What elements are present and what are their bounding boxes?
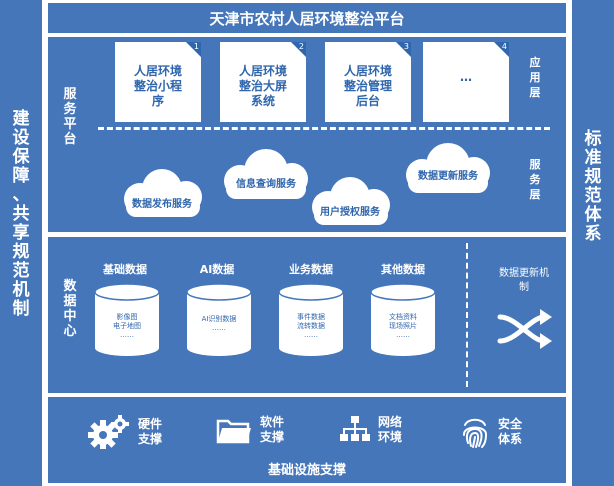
app-card-2: 2 人居环境 整治大屏 系统 xyxy=(220,42,306,122)
database-ai-data: AI识别数据 …… xyxy=(186,283,252,357)
service-platform-panel: 服 务 平 台 1 人居环境 整治小程 序 2 人居环境 整治大屏 系统 xyxy=(48,37,566,232)
update-divider xyxy=(466,243,468,387)
app-card-4: 4 … xyxy=(423,42,509,122)
app-card-3: 3 人居环境 整治管理 后台 xyxy=(325,42,411,122)
update-mechanism-label: 数据更新机 制 xyxy=(499,268,549,293)
folder-icon xyxy=(216,419,251,444)
card-corner-fold xyxy=(291,42,306,57)
infrastructure-panel: 硬件 支撑 软件 支撑 xyxy=(48,397,566,483)
app-card-number: 2 xyxy=(298,42,304,51)
app-layer-label: 应 用 层 xyxy=(529,56,541,99)
database-icon xyxy=(186,283,252,356)
category-other-data: 其他数据 xyxy=(381,263,425,276)
cloud-icon xyxy=(124,169,202,217)
gears-icon xyxy=(88,415,129,449)
cloud-info-query: 信息查询服务 xyxy=(212,147,320,203)
infra-network: 网络 环境 xyxy=(340,415,408,445)
app-card-1: 1 人居环境 整治小程 序 xyxy=(115,42,201,122)
left-side-bar: 建 设 保 障 、 共 享 规 范 机 制 xyxy=(0,0,42,486)
infrastructure-title: 基础设施支撑 xyxy=(267,463,346,478)
card-corner-fold xyxy=(186,42,201,57)
database-icon xyxy=(278,283,344,356)
category-ai-data: AI数据 xyxy=(199,263,235,276)
infra-hardware: 硬件 支撑 xyxy=(88,415,168,449)
database-icon xyxy=(370,283,436,356)
fingerprint-icon xyxy=(463,418,487,448)
category-business-data: 业务数据 xyxy=(289,263,333,276)
cloud-data-publish: 数据发布服务 xyxy=(112,165,212,221)
app-card-number: 4 xyxy=(501,42,507,51)
cloud-icon xyxy=(224,149,308,199)
database-business-data: 事件数据 流转数据 …… xyxy=(278,283,344,357)
cloud-user-auth: 用户授权服务 xyxy=(300,173,400,229)
right-side-bar: 标 准 规 范 体 系 xyxy=(572,0,614,486)
card-corner-fold xyxy=(494,42,509,57)
category-basic-data: 基础数据 xyxy=(103,263,147,276)
card-corner-fold xyxy=(396,42,411,57)
cloud-icon xyxy=(312,177,390,225)
data-center-label: 数 据 中 心 xyxy=(63,279,77,339)
sync-arrows-icon xyxy=(496,307,554,351)
database-basic-data: 影像图 电子地图 …… xyxy=(94,283,160,357)
layer-divider xyxy=(98,127,550,130)
database-other-data: 文档资料 现场照片 …… xyxy=(370,283,436,357)
left-side-label: 建 设 保 障 、 共 享 规 范 机 制 xyxy=(12,109,30,319)
infra-security: 安全 体系 xyxy=(460,415,528,449)
service-platform-label: 服 务 平 台 xyxy=(63,87,77,147)
app-card-number: 3 xyxy=(403,42,409,51)
database-icon xyxy=(94,283,160,356)
app-card-number: 1 xyxy=(193,42,199,51)
right-side-label: 标 准 规 范 体 系 xyxy=(584,129,602,244)
network-icon xyxy=(340,416,370,441)
infra-software: 软件 支撑 xyxy=(216,415,290,445)
service-layer-label: 服 务 层 xyxy=(529,158,541,201)
platform-title: 天津市农村人居环境整治平台 xyxy=(48,3,566,33)
cloud-data-update: 数据更新服务 xyxy=(394,141,502,197)
cloud-icon xyxy=(406,143,490,193)
data-center-panel: 数 据 中 心 基础数据 影像图 电子地图 …… AI数据 xyxy=(48,237,566,393)
